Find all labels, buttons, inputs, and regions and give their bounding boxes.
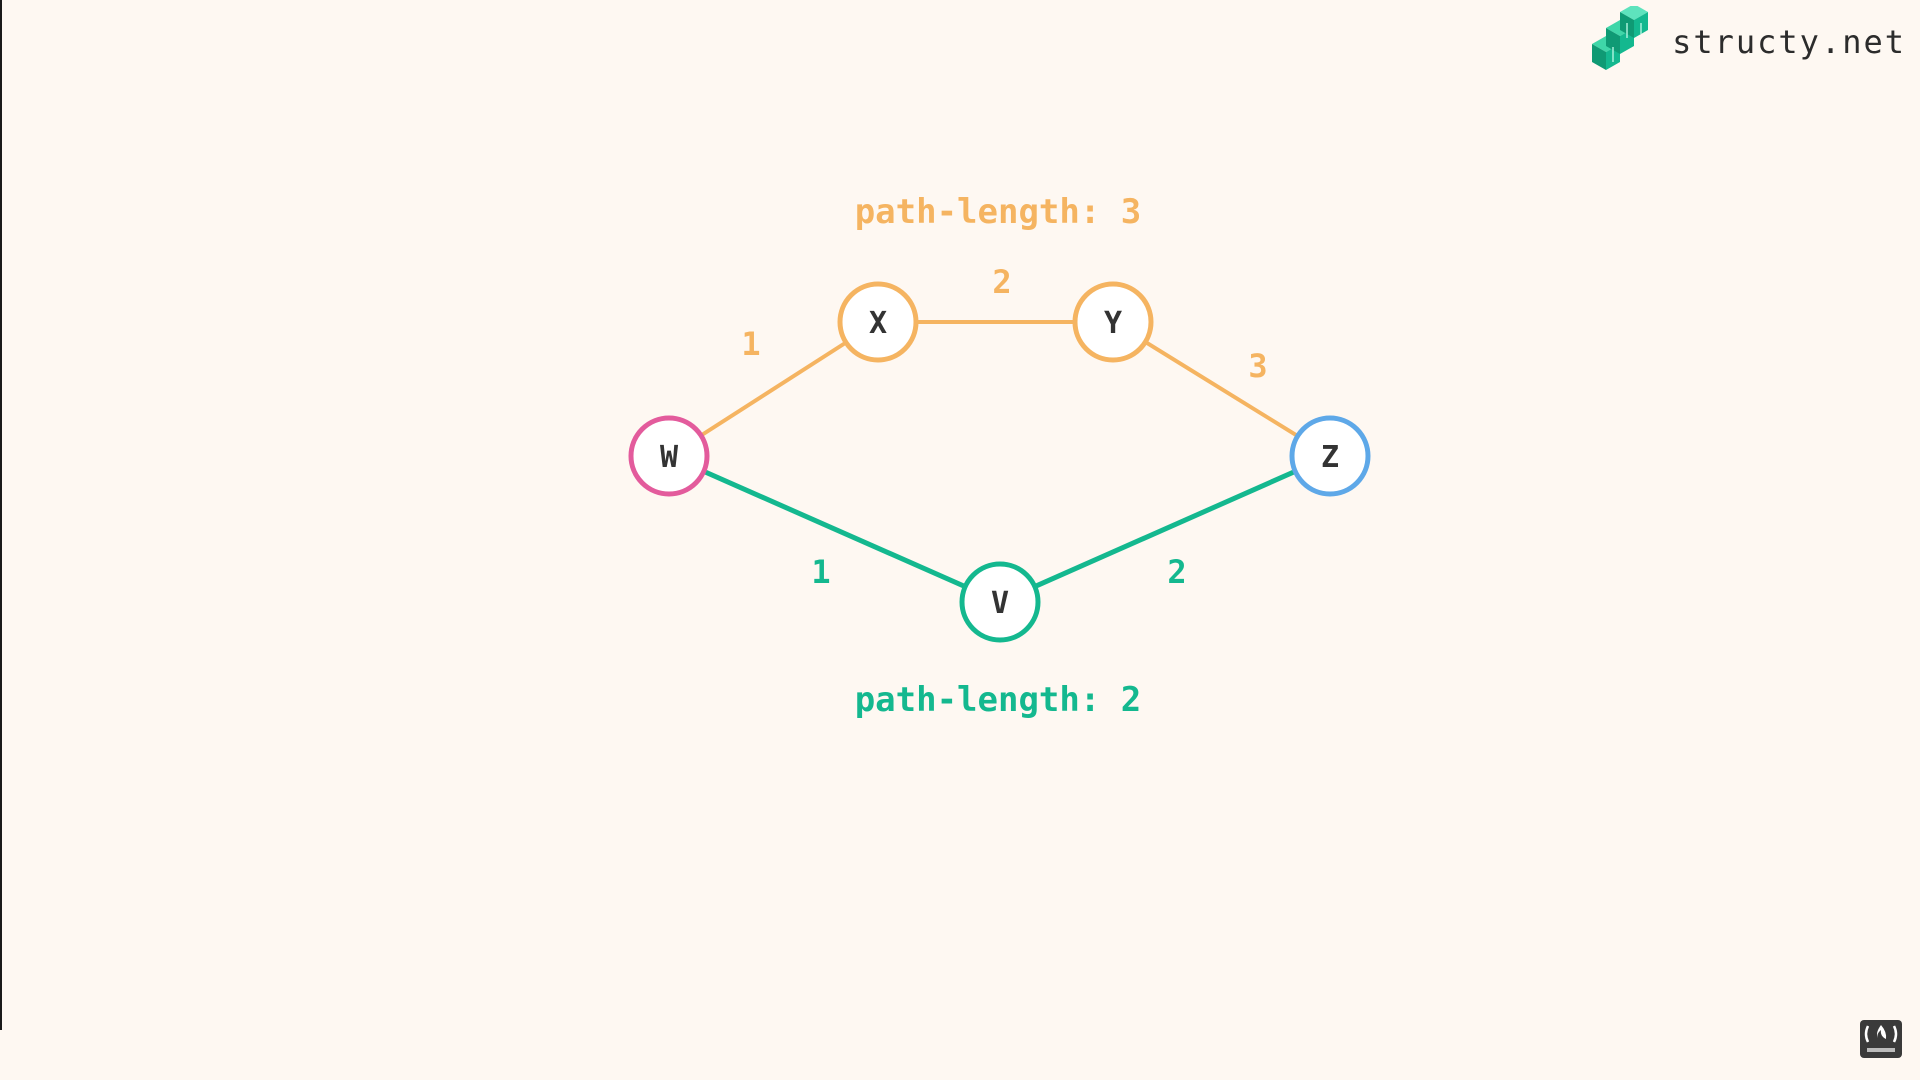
edge-w-x xyxy=(667,320,880,458)
weight-w-x: 1 xyxy=(741,325,760,363)
brand[interactable]: structy.net xyxy=(1576,6,1906,78)
subscribe-badge-icon[interactable] xyxy=(1860,1020,1902,1058)
edge-w-v xyxy=(667,453,1002,605)
weight-y-z: 3 xyxy=(1248,347,1267,385)
left-edge-bar xyxy=(0,0,2,1030)
node-y[interactable]: Y xyxy=(1072,281,1154,363)
node-w[interactable]: W xyxy=(628,415,710,497)
brand-name: structy.net xyxy=(1672,23,1906,61)
weight-x-y: 2 xyxy=(992,263,1011,301)
svg-text:W: W xyxy=(660,440,679,475)
svg-text:Z: Z xyxy=(1321,440,1339,475)
svg-text:X: X xyxy=(869,306,887,341)
node-z[interactable]: Z xyxy=(1289,415,1371,497)
node-v[interactable]: V xyxy=(959,561,1041,643)
svg-text:Y: Y xyxy=(1104,306,1122,341)
edge-y-z xyxy=(1111,320,1332,458)
svg-text:V: V xyxy=(991,586,1009,621)
weight-v-z: 2 xyxy=(1167,553,1186,591)
weight-w-v: 1 xyxy=(811,553,830,591)
flame-icon xyxy=(1864,1025,1898,1052)
node-x[interactable]: X xyxy=(837,281,919,363)
upper-path-length: path-length: 3 xyxy=(855,192,1142,232)
structy-logo-icon xyxy=(1592,6,1649,70)
lower-path-length: path-length: 2 xyxy=(855,680,1142,720)
edge-v-z xyxy=(998,453,1332,605)
